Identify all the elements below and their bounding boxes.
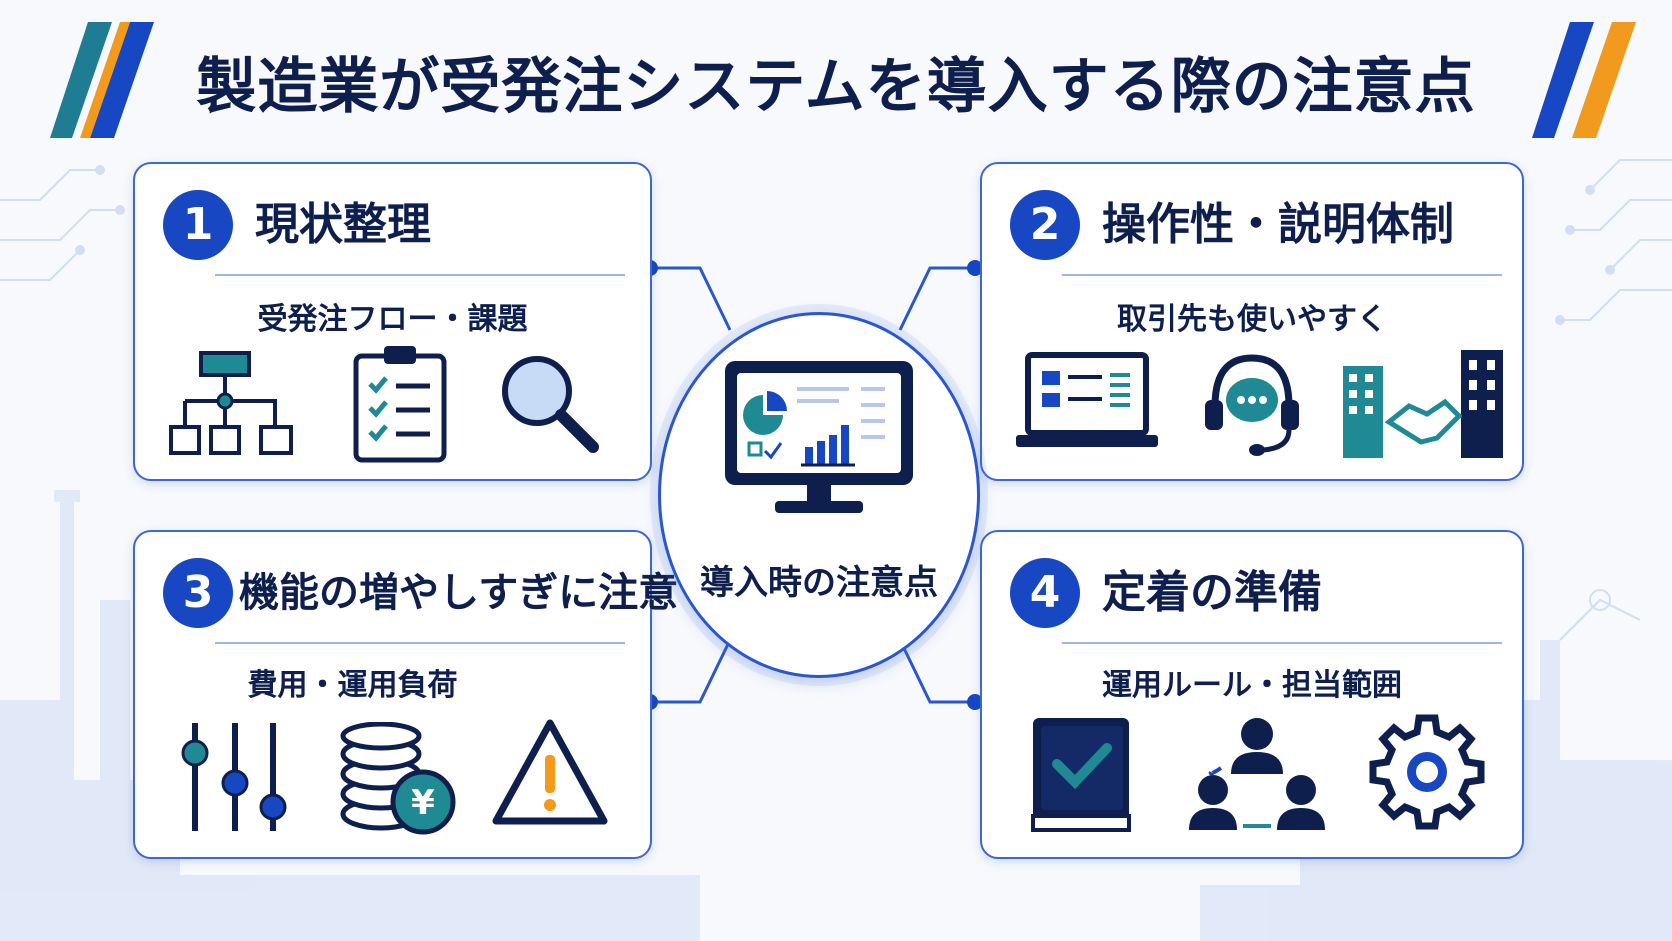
- coins-yen-icon: ¥: [340, 722, 456, 835]
- laptop-icon: [1016, 352, 1158, 447]
- buildings-handshake-icon: [1343, 350, 1503, 458]
- page-title: 製造業が受発注システムを導入する際の注意点: [196, 52, 1476, 122]
- headset-support-icon: [1205, 354, 1299, 456]
- gear-icon: [1369, 714, 1485, 830]
- card-number: 2: [1010, 190, 1080, 260]
- card-usability: 2 操作性・説明体制 取引先も使いやすく: [980, 162, 1524, 481]
- magnifier-icon: [502, 356, 599, 453]
- title-stripes-left: [50, 22, 154, 138]
- card-feature-overload: 3 機能の増やしすぎに注意 費用・運用負荷 ¥: [133, 530, 678, 859]
- manual-book-icon: [1031, 718, 1131, 832]
- card-subtitle: 費用・運用負荷: [247, 668, 458, 703]
- card-heading: 定着の準備: [1102, 567, 1322, 618]
- warning-icon: [492, 719, 608, 825]
- flowchart-icon: [169, 351, 293, 455]
- monitor-dashboard-icon: [725, 361, 913, 513]
- svg-text:¥: ¥: [411, 783, 435, 823]
- card-number: 3: [163, 558, 233, 628]
- card-divider: [1062, 274, 1502, 276]
- card-heading: 機能の増やしすぎに注意: [239, 570, 679, 616]
- title-stripes-right: [1532, 22, 1636, 138]
- card-heading: 現状整理: [255, 199, 431, 250]
- card-number: 1: [163, 190, 233, 260]
- card-number: 4: [1010, 558, 1080, 628]
- card-current-state: 1 現状整理 受発注フロー・課題: [133, 162, 652, 481]
- team-icon: [1189, 718, 1325, 830]
- card-subtitle: 運用ルール・担当範囲: [1102, 668, 1402, 703]
- card-divider: [215, 274, 625, 276]
- card-divider: [215, 642, 625, 644]
- sliders-icon: [181, 723, 287, 831]
- card-adoption-prep: 4 定着の準備 運用ルール・担当範囲: [980, 530, 1524, 859]
- checklist-clipboard-icon: [353, 346, 447, 463]
- card-heading: 操作性・説明体制: [1102, 199, 1454, 250]
- card-divider: [1062, 642, 1502, 644]
- card-subtitle: 取引先も使いやすく: [1117, 302, 1387, 337]
- card-subtitle: 受発注フロー・課題: [257, 302, 528, 337]
- central-hub: 導入時の注意点: [658, 312, 980, 678]
- hub-label: 導入時の注意点: [700, 563, 938, 603]
